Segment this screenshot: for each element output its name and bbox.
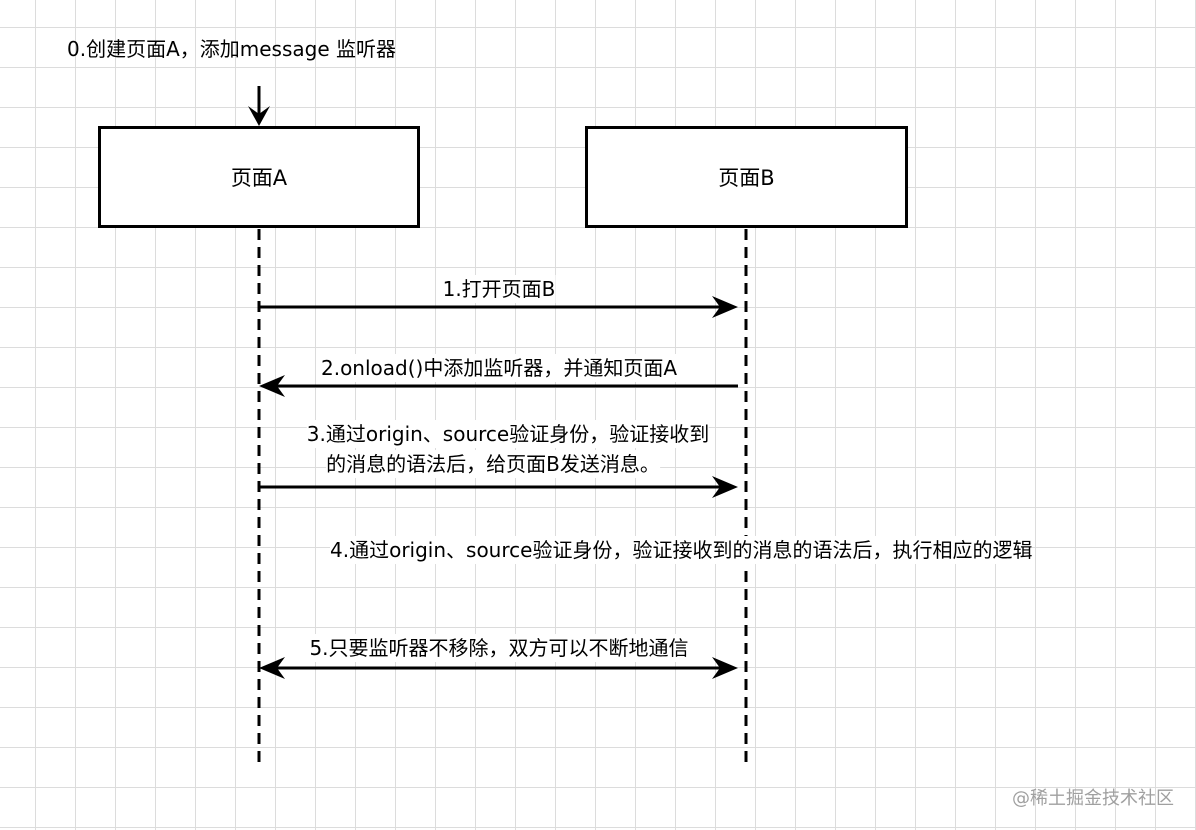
- message-1-label: 1.打开页面B: [442, 275, 556, 303]
- message-3-label-line-1: 3.通过origin、source验证身份，验证接收到: [306, 420, 710, 448]
- message-2-label: 2.onload()中添加监听器，并通知页面A: [320, 354, 678, 382]
- message-3-arrowhead: [712, 476, 738, 498]
- message-3-label-line-2: 的消息的语法后，给页面B发送消息。: [326, 450, 660, 478]
- participant-page-b-label: 页面B: [718, 166, 775, 190]
- message-5-label: 5.只要监听器不移除，双方可以不断地通信: [309, 634, 689, 662]
- message-1-arrowhead: [712, 296, 738, 318]
- message-2-arrowhead: [259, 375, 285, 397]
- message-5-arrowhead-left: [259, 657, 285, 679]
- start-arrowhead: [248, 106, 270, 126]
- watermark: @稀土掘金技术社区: [1012, 788, 1174, 809]
- message-4-label: 4.通过origin、source验证身份，验证接收到的消息的语法后，执行相应的…: [330, 536, 1033, 564]
- participant-page-a: 页面A: [98, 126, 420, 228]
- start-note: 0.创建页面A，添加message 监听器: [67, 37, 397, 61]
- participant-page-b: 页面B: [585, 126, 908, 228]
- message-5-arrowhead-right: [712, 657, 738, 679]
- participant-page-a-label: 页面A: [230, 166, 288, 190]
